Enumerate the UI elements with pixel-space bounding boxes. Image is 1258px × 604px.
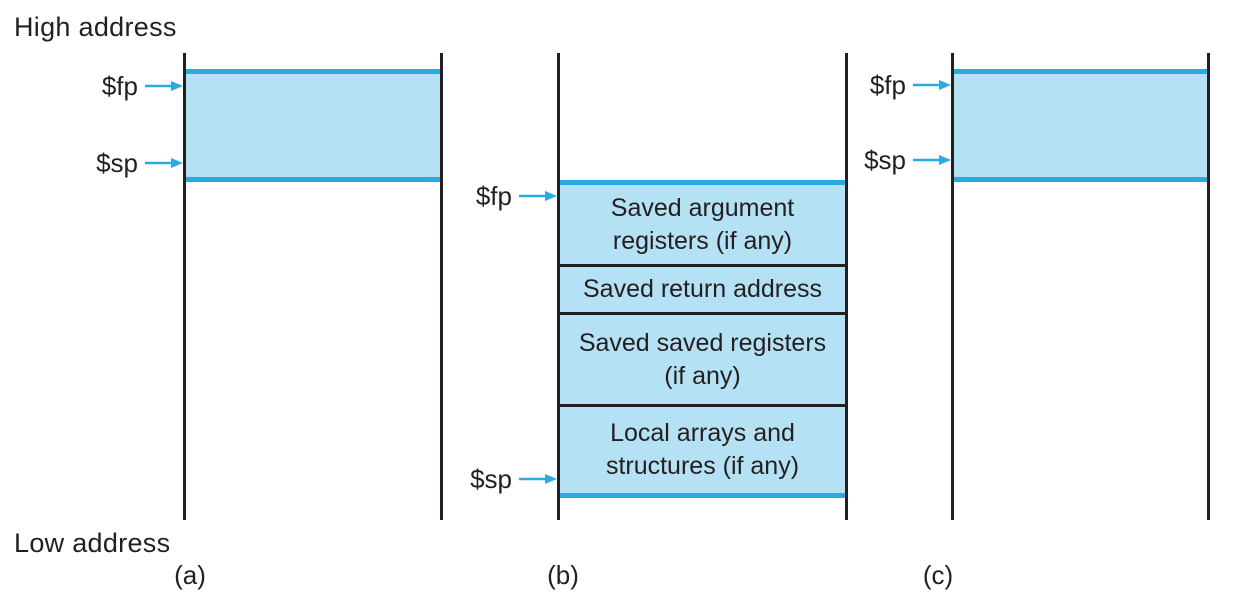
low-address-label: Low address	[14, 528, 171, 558]
stack-a-fp-pointer: $fp	[90, 71, 183, 101]
high-address-label: High address	[14, 12, 177, 42]
stack-a-right-wall	[440, 53, 443, 520]
arrow-right-icon	[519, 474, 557, 484]
stack-frame-cell-saved-return-address: Saved return address	[560, 264, 845, 312]
stack-c-frame-region	[954, 69, 1207, 182]
arrow-right-icon	[145, 81, 183, 91]
stack-c-sp-pointer: $sp	[858, 145, 951, 175]
arrow-right-icon	[913, 155, 951, 165]
stack-b-fp-pointer: $fp	[464, 181, 557, 211]
fp-register-label: $fp	[101, 71, 138, 101]
stack-frame-cell-local-arrays: Local arrays and structures (if any)	[560, 404, 845, 493]
stack-b-left-wall	[557, 53, 560, 520]
stack-a-left-wall	[183, 53, 186, 520]
subfigure-label-c: (c)	[922, 560, 954, 590]
arrow-right-icon	[913, 80, 951, 90]
stack-frame-cell-saved-saved-registers: Saved saved registers (if any)	[560, 312, 845, 404]
arrow-right-icon	[519, 191, 557, 201]
stack-a-frame-region	[186, 69, 440, 182]
sp-register-label: $sp	[96, 148, 138, 178]
stack-c-fp-pointer: $fp	[858, 70, 951, 100]
fp-register-label: $fp	[869, 70, 906, 100]
fp-register-label: $fp	[475, 181, 512, 211]
stack-b-sp-pointer: $sp	[464, 464, 557, 494]
subfigure-label-b: (b)	[547, 560, 579, 590]
sp-register-label: $sp	[864, 145, 906, 175]
stack-frame-cell-saved-arg-registers: Saved argument registers (if any)	[610, 193, 795, 255]
subfigure-label-a: (a)	[174, 560, 206, 590]
stack-a-sp-pointer: $sp	[90, 148, 183, 178]
stack-c-right-wall	[1207, 53, 1210, 520]
stack-b-right-wall	[845, 53, 848, 520]
arrow-right-icon	[145, 158, 183, 168]
stack-b-frame-region: Saved argument registers (if any) Saved …	[560, 180, 845, 498]
stack-c-left-wall	[951, 53, 954, 520]
sp-register-label: $sp	[470, 464, 512, 494]
